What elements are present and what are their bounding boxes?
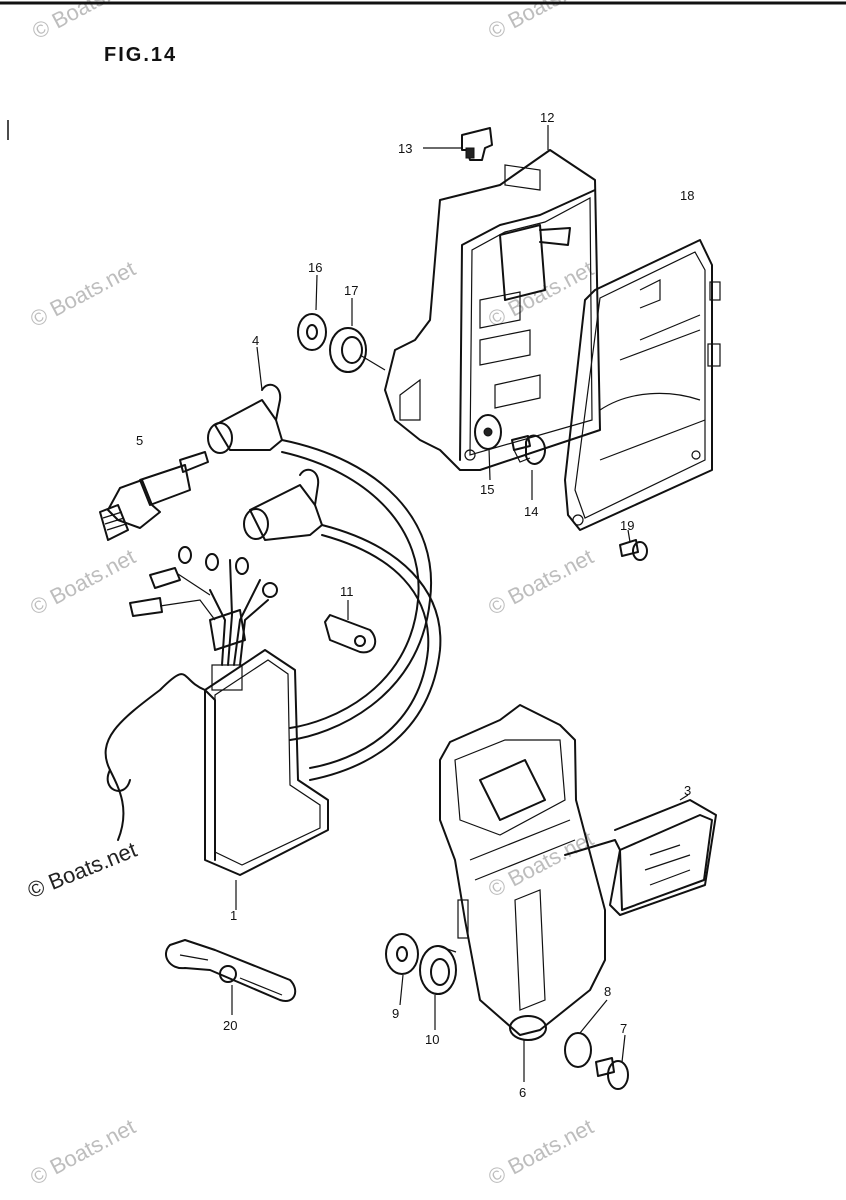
washer-part-9 [385, 933, 419, 975]
callout-5: 5 [136, 433, 143, 448]
callout-11: 11 [340, 584, 354, 599]
callout-6: 6 [519, 1085, 526, 1100]
callout-4: 4 [252, 333, 259, 348]
grommet-part-10 [419, 945, 457, 995]
hi-tension-cord [281, 439, 442, 781]
bolt-part-7 [595, 1057, 629, 1090]
fuse-part [461, 127, 493, 161]
callout-14: 14 [524, 504, 538, 519]
spark-plug-part [99, 451, 209, 541]
bracket-part-20 [165, 939, 297, 1002]
clamp-part-11 [324, 614, 377, 654]
callout-16: 16 [308, 260, 322, 275]
callout-20: 20 [223, 1018, 237, 1033]
cover-part [564, 239, 721, 531]
callout-18: 18 [680, 188, 694, 203]
callout-15: 15 [480, 482, 494, 497]
screw-part-19 [619, 539, 648, 561]
cover-part-3 [564, 799, 717, 916]
callout-3: 3 [684, 783, 691, 798]
figure-title: FIG.14 [104, 44, 178, 66]
callout-1: 1 [230, 908, 237, 923]
washer-part-8 [564, 1032, 592, 1068]
callout-17: 17 [344, 283, 358, 298]
callout-10: 10 [425, 1032, 439, 1047]
leader-lines [231, 125, 689, 1082]
callout-8: 8 [604, 984, 611, 999]
washer-part-15 [474, 414, 502, 450]
callout-19: 19 [620, 518, 634, 533]
callout-12: 12 [540, 110, 554, 125]
washer-part-16 [297, 313, 327, 351]
lower-box-part [439, 704, 606, 1041]
grommet-part-17 [329, 327, 386, 373]
callout-9: 9 [392, 1006, 399, 1021]
callout-13: 13 [398, 141, 412, 156]
plug-cap-part [207, 383, 323, 541]
bolt-part-14 [511, 434, 546, 465]
ignition-coil-part [104, 546, 329, 876]
electric-box-part [384, 149, 601, 471]
callout-7: 7 [620, 1021, 627, 1036]
